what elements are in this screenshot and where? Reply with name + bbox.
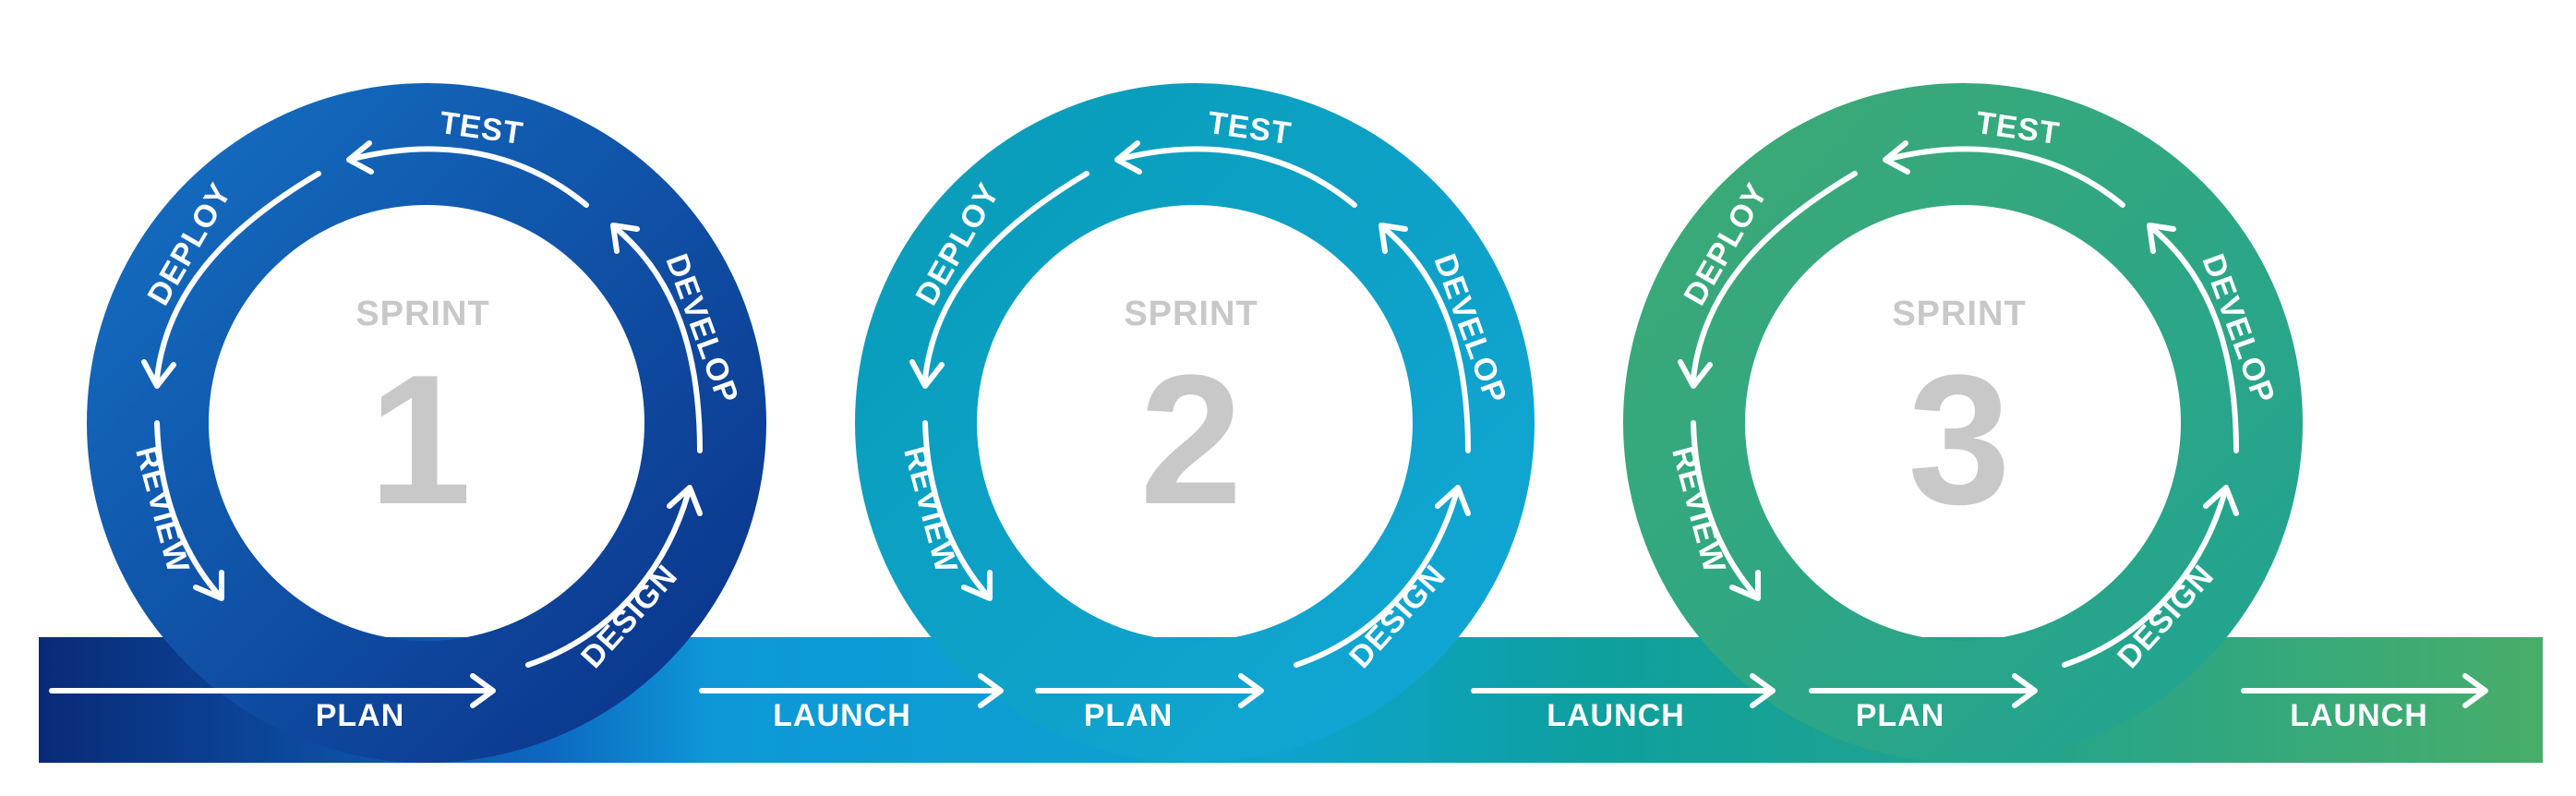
arrow-test [1118,146,1357,208]
arrow-review [1691,420,1756,596]
arrow-head-test [1114,140,1142,175]
arrow-develop [1382,226,1471,453]
arrow-head-test [346,140,374,175]
band-arrow-head [2462,673,2488,708]
band-label-launch: LAUNCH [1547,698,1685,733]
arrow-head-design [1435,485,1471,516]
arrow-head-deploy [1678,359,1713,389]
arrow-head-test [1883,140,1910,175]
sprint-word: SPRINT [355,295,489,333]
sprint-1: TEST DEPLOY DEVELOP REVIEW DESIGN SPRINT… [86,83,766,763]
band-arrow-head [978,673,1004,708]
sprint-ring [86,83,766,763]
arrow-head-deploy [909,359,945,389]
arrow-deploy [1691,171,1858,381]
band-arrow-head [1238,673,1264,708]
sprint-word: SPRINT [1892,295,2026,333]
arrow-test [1886,146,2125,208]
arrow-design [525,491,691,668]
arrow-test [350,146,589,208]
sprint-number: 3 [1908,337,2010,543]
arrow-develop [2150,226,2239,453]
band-arrow-head [470,673,496,708]
arrow-develop [614,226,703,453]
sprint-number: 1 [368,337,471,543]
band-arrow-head [1750,673,1776,708]
arrow-head-design [2203,485,2239,516]
sprint-3: TEST DEPLOY DEVELOP REVIEW DESIGN SPRINT… [1622,83,2303,763]
arrow-head-develop [2147,223,2176,254]
band-label-launch: LAUNCH [2290,698,2428,733]
arrow-review [154,420,220,596]
arrow-head-review [961,570,993,601]
arrow-design [2062,491,2227,668]
arrow-review [922,420,988,596]
band-labels: PLAN LAUNCH PLAN LAUNCH PLAN LAUNCH [316,698,2428,733]
arrow-head-design [667,485,703,516]
band-label-launch: LAUNCH [773,698,911,733]
band-label-plan: PLAN [1084,698,1174,733]
arrow-head-develop [610,223,640,254]
sprint-ring [854,83,1535,763]
sprint-2: TEST DEPLOY DEVELOP REVIEW DESIGN SPRINT… [854,83,1535,763]
band-label-plan: PLAN [316,698,405,733]
arrow-head-deploy [141,359,176,389]
band-arrow-head [2012,673,2038,708]
arrow-head-review [1729,570,1761,601]
arrow-deploy [154,171,321,381]
arrow-deploy [922,171,1089,381]
band-arrows [49,673,2488,708]
sprint-ring [1622,83,2303,763]
arrow-head-review [193,570,224,601]
sprint-number: 2 [1139,337,1242,543]
arrow-design [1294,491,1459,668]
arrow-head-develop [1378,223,1408,254]
sprint-word: SPRINT [1124,295,1258,333]
band-label-plan: PLAN [1856,698,1945,733]
